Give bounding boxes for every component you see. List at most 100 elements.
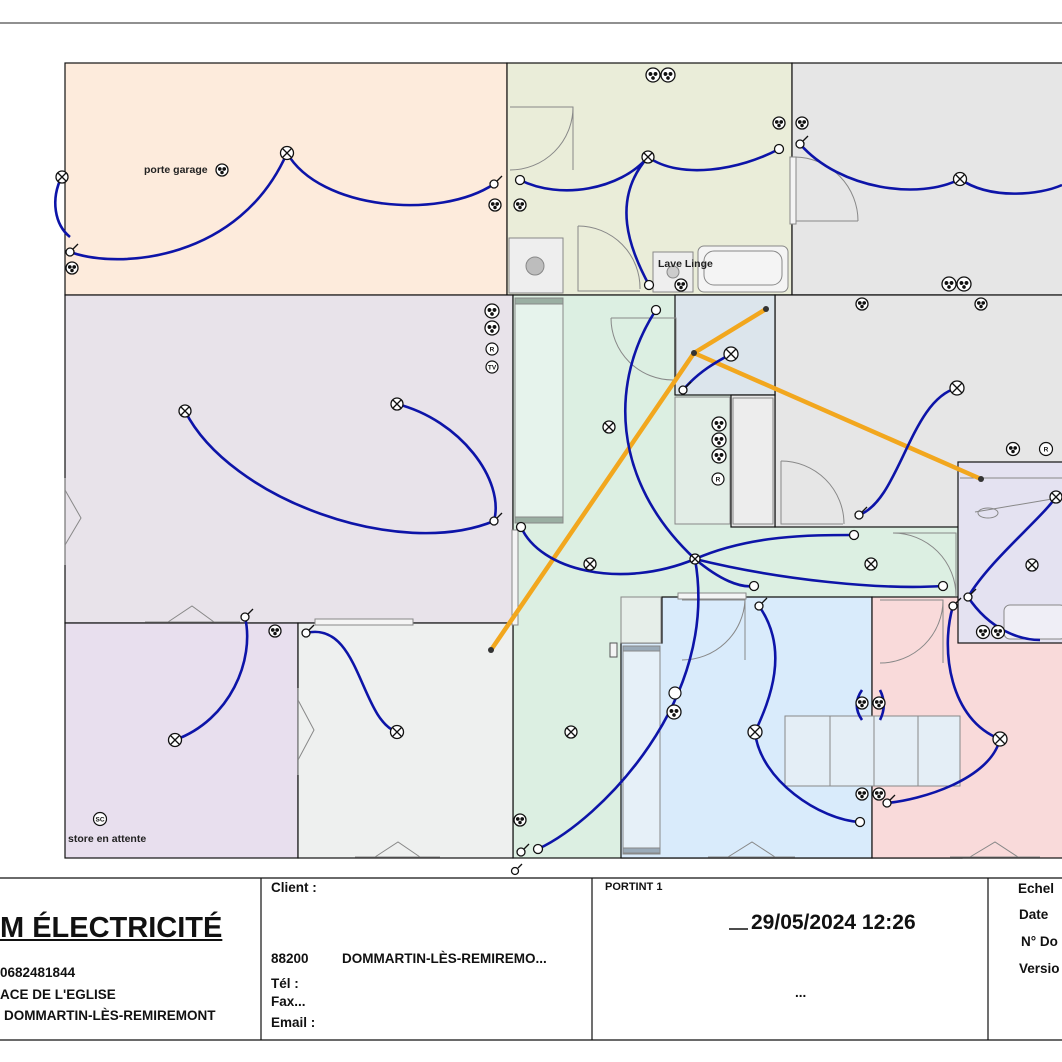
socket-icon xyxy=(1005,441,1021,457)
light-icon xyxy=(389,724,405,740)
fax-label: Fax... xyxy=(271,994,306,1009)
switches xyxy=(65,135,977,876)
light-icon xyxy=(55,170,69,184)
switch-icon xyxy=(748,580,760,592)
company-name: M ÉLECTRICITÉ xyxy=(0,912,223,944)
wire xyxy=(69,152,289,261)
switch-icon xyxy=(301,624,315,638)
label-lave-linge: Lave Linge xyxy=(658,258,713,270)
plan-name: PORTINT 1 xyxy=(605,881,663,893)
switch-icon xyxy=(854,816,866,828)
socket-icon xyxy=(513,198,527,212)
sc-symbol-label: SC xyxy=(95,817,104,824)
sc-symbol-icon xyxy=(92,811,108,827)
switch-icon xyxy=(516,843,530,857)
company-city: DOMMARTIN-LÈS-REMIREMONT xyxy=(4,1008,216,1023)
wiring xyxy=(54,143,1062,851)
socket-icon xyxy=(990,624,1006,640)
wire xyxy=(285,152,495,207)
switch-icon xyxy=(948,597,962,611)
light-icon xyxy=(390,397,404,411)
tv-symbol-icon xyxy=(485,360,499,374)
socket-icon xyxy=(215,163,229,177)
room-grey-top-right xyxy=(791,62,1062,296)
socket-icon xyxy=(772,116,786,130)
tagged-symbols xyxy=(92,342,1054,827)
light-icon xyxy=(1025,558,1039,572)
socket-icon xyxy=(488,198,502,212)
conduit-segment xyxy=(691,350,984,482)
switch-icon xyxy=(650,304,662,316)
light-icon xyxy=(952,171,968,187)
switch-icon xyxy=(515,521,527,533)
label-porte-garage: porte garage xyxy=(144,164,208,176)
socket-icon xyxy=(872,696,886,710)
switch-icon xyxy=(240,608,254,622)
switch-icon xyxy=(773,143,785,155)
switch-icon xyxy=(510,863,523,876)
email-label: Email : xyxy=(271,1015,316,1030)
client-postcode: 88200 xyxy=(271,951,309,966)
socket-icon xyxy=(855,696,869,710)
switch-icon xyxy=(532,843,544,855)
ceiling-lights xyxy=(55,145,1062,748)
wire xyxy=(537,558,700,851)
conduit-end-icon xyxy=(488,647,494,653)
wire xyxy=(174,616,249,742)
room-garage xyxy=(64,62,508,296)
date-time: 29/05/2024 12:26 xyxy=(751,911,916,934)
socket-icon xyxy=(513,813,527,827)
switch-icon xyxy=(643,279,655,291)
socket-icon xyxy=(855,297,869,311)
conduit-segment xyxy=(691,306,769,356)
wire xyxy=(694,533,855,561)
socket-icon xyxy=(975,624,991,640)
r-symbol-icon xyxy=(485,342,499,356)
switch-icon xyxy=(754,597,768,611)
socket-icon xyxy=(795,116,809,130)
wire xyxy=(858,386,958,517)
socket-icon xyxy=(711,416,727,432)
wire xyxy=(753,731,861,824)
wire xyxy=(625,156,651,286)
wire xyxy=(396,402,497,522)
light-icon xyxy=(689,553,701,565)
socket-icon xyxy=(855,787,869,801)
socket-icon xyxy=(645,67,661,83)
light-icon xyxy=(583,557,597,571)
socket-icon xyxy=(711,448,727,464)
room-living xyxy=(64,294,514,624)
scale-label: Echel xyxy=(1018,881,1055,896)
light-icon xyxy=(864,557,878,571)
socket-icon xyxy=(941,276,957,292)
cooker-icon xyxy=(668,686,682,700)
socket-icon xyxy=(484,320,500,336)
light-icon xyxy=(602,420,616,434)
switch-icon xyxy=(514,174,526,186)
light-icon xyxy=(1049,490,1062,504)
date-label: Date xyxy=(1019,907,1049,922)
wire xyxy=(753,605,777,733)
switch-icon xyxy=(854,506,868,520)
conduit-end-icon xyxy=(691,350,697,356)
socket-icon xyxy=(65,261,79,275)
tv-symbol-label: TV xyxy=(488,365,497,372)
r-symbol-label: R xyxy=(716,477,721,484)
socket-icon xyxy=(711,432,727,448)
wire xyxy=(305,630,398,734)
version-label: Versio xyxy=(1019,961,1060,976)
light-icon xyxy=(167,732,183,748)
switch-icon xyxy=(882,794,896,808)
switch-icon xyxy=(795,135,809,149)
client-city: DOMMARTIN-LÈS-REMIREMO... xyxy=(342,951,547,966)
ellipsis: ... xyxy=(795,985,807,1000)
wire xyxy=(647,147,780,172)
title-block-frame xyxy=(0,877,1062,1041)
switch-icon xyxy=(65,243,79,257)
switch-icon xyxy=(963,588,977,602)
socket-icon xyxy=(956,276,972,292)
conduits xyxy=(488,306,984,653)
switch-icon xyxy=(848,529,860,541)
label-store-en-attente: store en attente xyxy=(68,833,146,845)
